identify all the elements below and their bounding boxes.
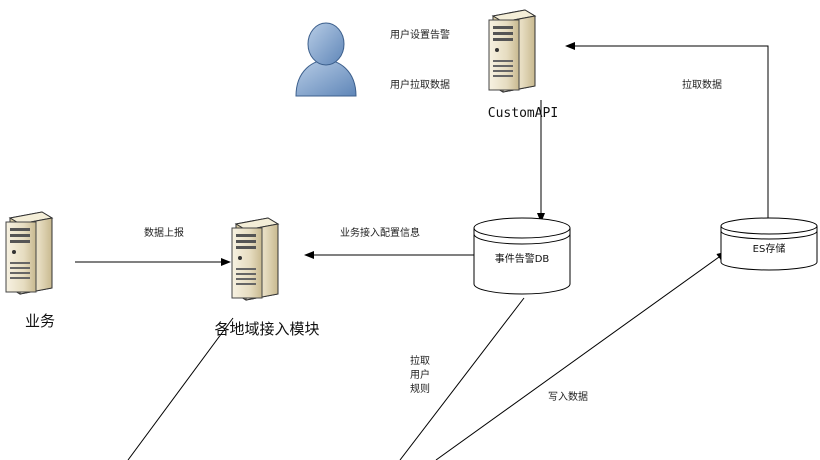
edge-label-access-config: 业务接入配置信息 — [340, 226, 420, 239]
edge-write-to-es — [435, 251, 727, 460]
edge-label-pull-user-rules-3: 规则 — [410, 382, 430, 395]
edge-es-to-api — [565, 42, 769, 222]
business-label: 业务 — [25, 312, 55, 330]
edge-db-down — [399, 297, 525, 460]
edge-access-down — [127, 317, 234, 460]
user-icon — [295, 22, 357, 97]
edge-label-user-set-alarm: 用户设置告警 — [390, 28, 450, 41]
region-access-label: 各地域接入模块 — [214, 320, 319, 338]
es-storage-label: ES存储 — [753, 242, 786, 255]
region-access-server-icon — [231, 217, 279, 301]
custom-api-server-icon — [488, 9, 536, 93]
event-alarm-db-label: 事件告警DB — [495, 252, 550, 265]
edge-label-pull-user-rules-1: 拉取 — [410, 354, 430, 367]
business-server-icon — [5, 211, 53, 295]
es-storage-db-icon — [720, 217, 818, 271]
edge-label-user-pull-data: 用户拉取数据 — [390, 78, 450, 91]
edge-label-pull-data: 拉取数据 — [682, 78, 722, 91]
edge-label-write-data: 写入数据 — [548, 390, 588, 403]
custom-api-label: CustomAPI — [488, 106, 558, 121]
edge-label-data-report: 数据上报 — [144, 226, 184, 239]
event-alarm-db-icon — [473, 217, 571, 295]
edge-label-pull-user-rules-2: 用户 — [410, 368, 430, 381]
